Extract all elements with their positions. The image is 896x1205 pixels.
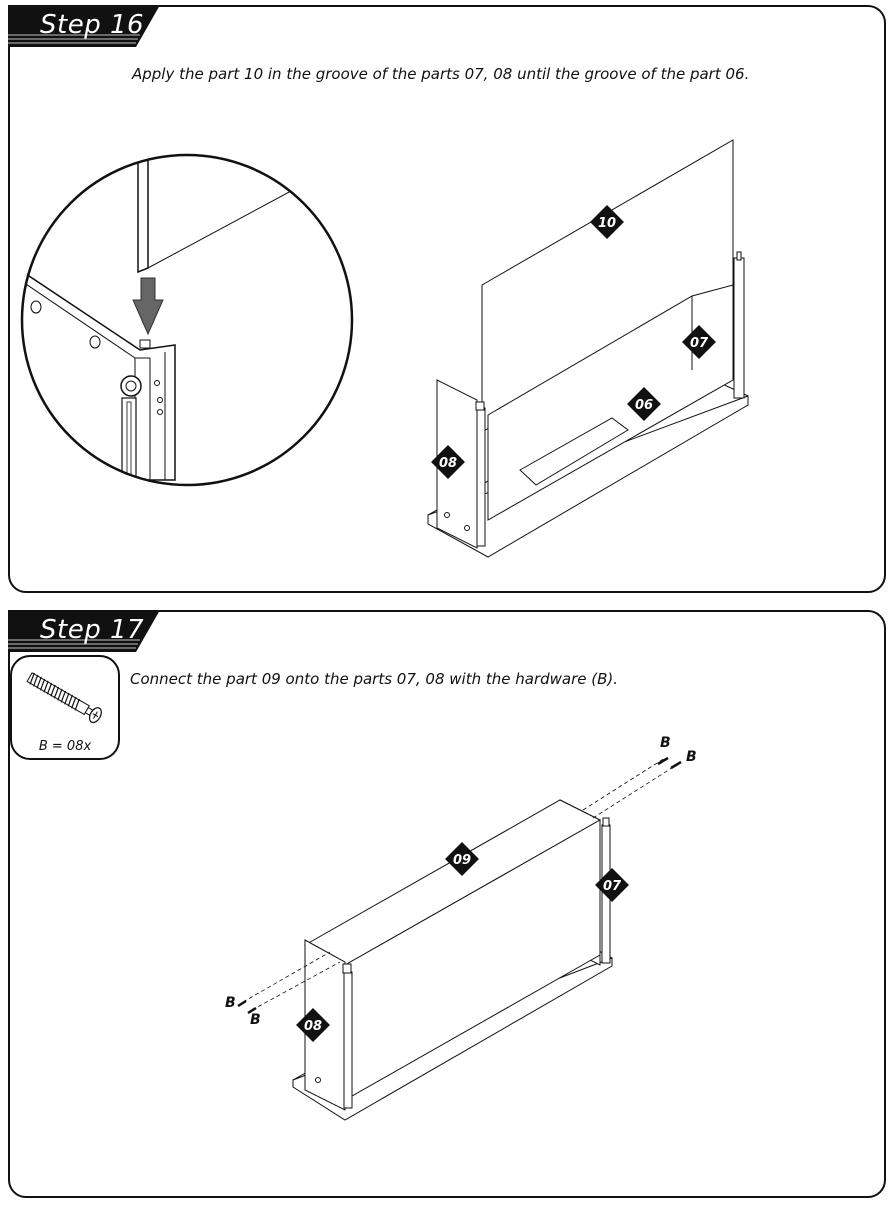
svg-text:08: 08 [439,456,457,471]
hardware-label-b: B [225,995,236,1011]
svg-text:07: 07 [603,879,622,894]
step-16-assembly [427,139,749,558]
hardware-screws [237,756,682,1015]
hardware-label-b: B [660,735,671,751]
svg-text:06: 06 [635,398,653,413]
step-17-title: Step 17 [40,615,145,645]
part-badge-08: 08 [296,1008,330,1042]
part-badge-10: 10 [590,205,624,239]
svg-text:09: 09 [453,853,471,868]
part-badge-07: 07 [682,325,716,359]
part-badge-06: 06 [627,387,661,421]
hardware-caption: B = 08x [38,739,92,754]
step-17-panel: Step 17 Connect the part 09 onto the par… [8,610,886,1198]
part-badge-09: 09 [445,842,479,876]
hardware-guide-lines [242,757,679,1011]
part-badge-08: 08 [431,445,465,479]
step-17-header: Step 17 [8,610,160,652]
hardware-label-b: B [686,749,697,765]
step-17-instruction: Connect the part 09 onto the parts 07, 0… [130,670,619,688]
screw-icon [26,672,102,724]
step-17-assembly [292,799,613,1121]
hardware-box: B = 08x [10,655,120,760]
part-badge-07: 07 [595,868,629,902]
hardware-label-b: B [250,1012,261,1028]
svg-text:07: 07 [690,336,709,351]
step-16-title: Step 16 [40,10,145,40]
svg-text:10: 10 [598,216,616,231]
svg-text:08: 08 [304,1019,322,1034]
step-16-instruction: Apply the part 10 in the groove of the p… [132,65,750,83]
step-16-header: Step 16 [8,5,160,47]
step-16-detail-zoom [20,153,354,487]
